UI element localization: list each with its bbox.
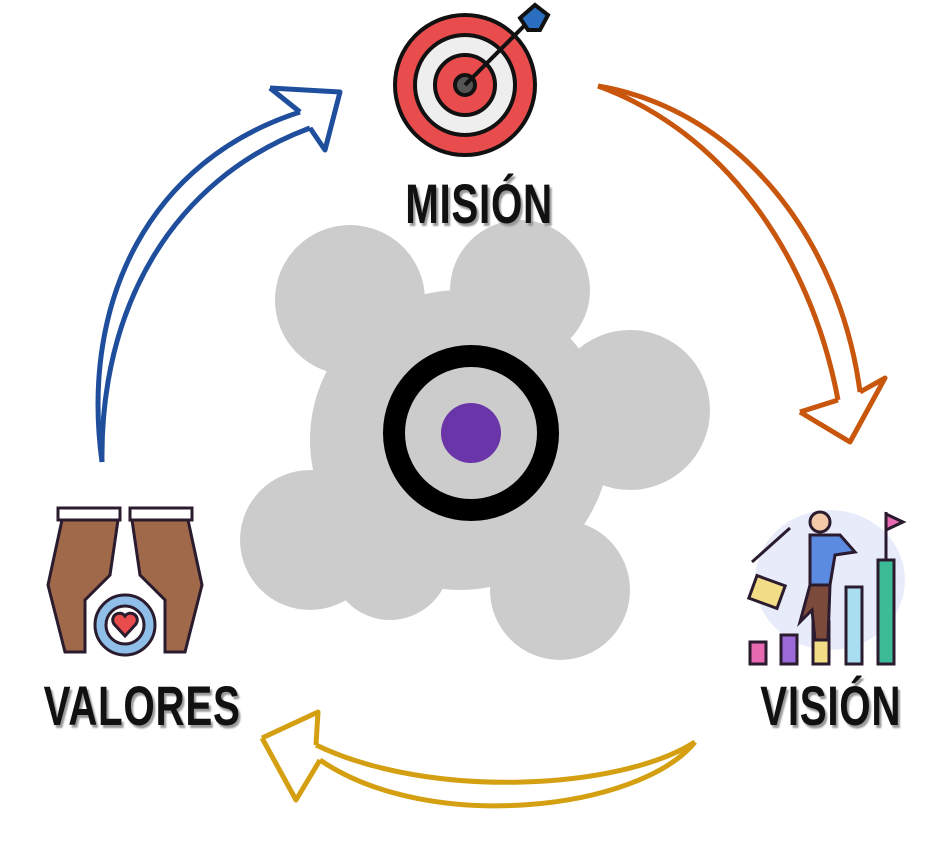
- vision-to-values-arrow: [259, 709, 697, 809]
- hands-heart-gear-icon: [46, 506, 204, 657]
- center-ring-icon: [383, 345, 559, 521]
- target-arrow-icon: [393, 2, 551, 157]
- mission-to-vision-arrow: [597, 83, 888, 445]
- vision-label: VISIÓN: [760, 674, 902, 737]
- values-label: VALORES: [43, 674, 241, 737]
- mission-label: MISIÓN: [405, 172, 553, 235]
- growth-ladder-icon: [746, 510, 907, 666]
- values-to-mission-arrow: [95, 85, 343, 463]
